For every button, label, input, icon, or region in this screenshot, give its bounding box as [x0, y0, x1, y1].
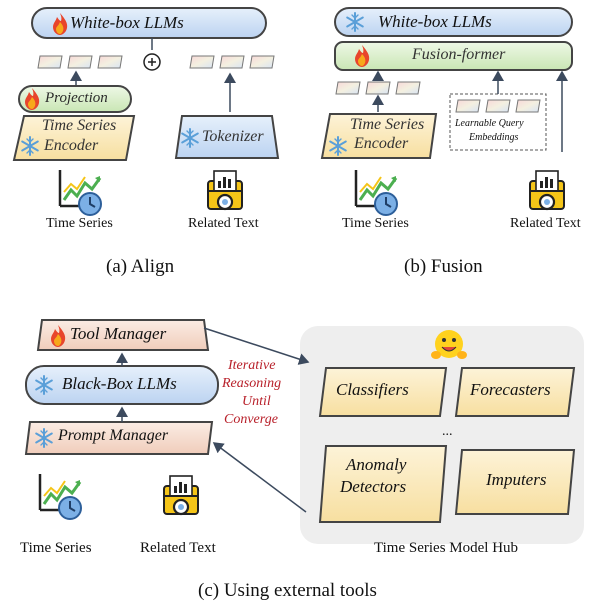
token-icon	[219, 55, 245, 69]
encoder-label-line2: Encoder	[354, 135, 409, 152]
time-series-chart-icon	[58, 168, 103, 217]
loop-label-line4: Converge	[224, 412, 278, 427]
document-folder-icon	[528, 169, 566, 211]
token-icon	[395, 81, 421, 95]
loop-label-line3: Until	[242, 394, 271, 409]
token-icon	[455, 99, 481, 113]
token-icon	[335, 81, 361, 95]
encoder-label-line2: Encoder	[44, 137, 99, 154]
panel-b-llm-box	[334, 7, 573, 37]
ts-encoder-box	[320, 113, 438, 159]
black-box-llm-label: Black-Box LLMs	[62, 374, 177, 393]
fusion-former-box	[334, 41, 573, 71]
loop-label-line2: Reasoning	[222, 376, 282, 391]
input-related-text-label: Related Text	[140, 540, 216, 556]
caption-b: (b) Fusion	[404, 256, 483, 277]
hub-imputers-label: Imputers	[486, 470, 547, 489]
caption-a: (a) Align	[106, 256, 175, 277]
projection-box	[18, 85, 132, 113]
tool-manager-label: Tool Manager	[70, 324, 167, 343]
token-icon	[97, 55, 123, 69]
input-time-series-label: Time Series	[46, 216, 113, 231]
token-icon	[189, 55, 215, 69]
prompt-manager-box	[24, 421, 214, 455]
loop-label-line1: Iterative	[228, 358, 276, 373]
token-icon	[37, 55, 63, 69]
hub-anomaly-detectors	[318, 445, 448, 523]
model-hub-label: Time Series Model Hub	[374, 540, 519, 556]
ts-encoder-box	[12, 115, 136, 161]
input-related-text-label: Related Text	[188, 216, 259, 231]
encoder-label-line1: Time Series	[42, 117, 117, 134]
hub-forecasters-label: Forecasters	[470, 380, 551, 399]
hub-classifiers	[318, 367, 448, 417]
panel-b-llm-label: White-box LLMs	[378, 12, 492, 31]
input-related-text-label: Related Text	[510, 216, 581, 231]
tokenizer-box	[174, 115, 280, 159]
token-icon	[365, 81, 391, 95]
query-label-line2: Embeddings	[469, 132, 519, 143]
fusion-former-label: Fusion-former	[412, 46, 506, 63]
input-time-series-label: Time Series	[20, 540, 92, 556]
hub-anomaly-label-line1: Anomaly	[346, 455, 407, 474]
panel-a-llm-label: White-box LLMs	[70, 13, 184, 32]
hub-classifiers-label: Classifiers	[336, 380, 409, 399]
input-time-series-label: Time Series	[342, 216, 409, 231]
hub-anomaly-label-line2: Detectors	[340, 477, 407, 496]
prompt-manager-label: Prompt Manager	[58, 427, 169, 444]
time-series-chart-icon	[38, 472, 83, 521]
hub-imputers	[454, 449, 576, 515]
tokenizer-label: Tokenizer	[202, 128, 264, 145]
token-icon	[485, 99, 511, 113]
encoder-label-line1: Time Series	[350, 116, 425, 133]
tool-manager-box	[36, 319, 210, 351]
hugging-face-icon	[431, 330, 467, 359]
projection-label: Projection	[45, 90, 108, 106]
token-icon	[67, 55, 93, 69]
document-folder-icon	[162, 474, 200, 516]
token-icon	[249, 55, 275, 69]
query-label-line1: Learnable Query	[455, 118, 524, 129]
hub-ellipsis: ...	[442, 424, 453, 439]
document-folder-icon	[206, 169, 244, 211]
token-icon	[515, 99, 541, 113]
panel-a-llm-box	[31, 7, 267, 39]
hub-forecasters	[454, 367, 576, 417]
time-series-chart-icon	[354, 168, 399, 217]
caption-c: (c) Using external tools	[198, 580, 377, 601]
